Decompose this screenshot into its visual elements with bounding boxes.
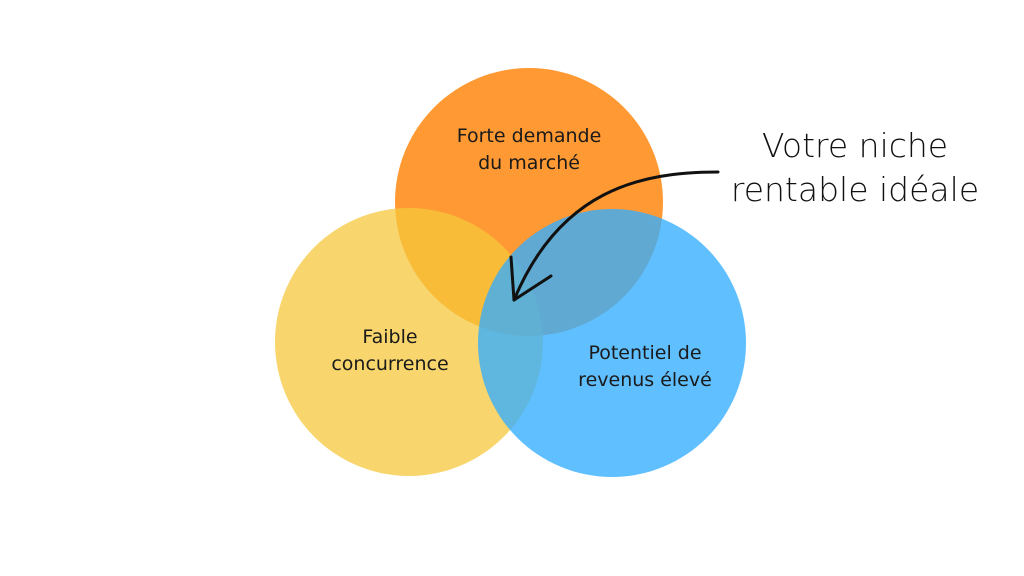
label-line: revenus élevé	[578, 369, 712, 391]
label-line: Potentiel de	[588, 342, 702, 364]
curved-arrow-icon	[509, 170, 720, 302]
label-high-revenue: Potentiel de revenus élevé	[525, 340, 765, 394]
callout-line: rentable idéale	[730, 170, 980, 209]
label-line: Faible	[362, 326, 418, 348]
label-low-competition: Faible concurrence	[280, 324, 500, 378]
label-line: du marché	[478, 152, 580, 174]
label-line: Forte demande	[456, 125, 602, 147]
circle-high-revenue	[478, 209, 746, 477]
callout-line: Votre niche	[761, 126, 949, 165]
label-line: concurrence	[331, 353, 449, 375]
label-high-demand: Forte demande du marché	[409, 123, 649, 177]
callout-ideal-niche: Votre niche rentable idéale	[695, 124, 1015, 212]
circle-low-competition	[275, 208, 543, 476]
